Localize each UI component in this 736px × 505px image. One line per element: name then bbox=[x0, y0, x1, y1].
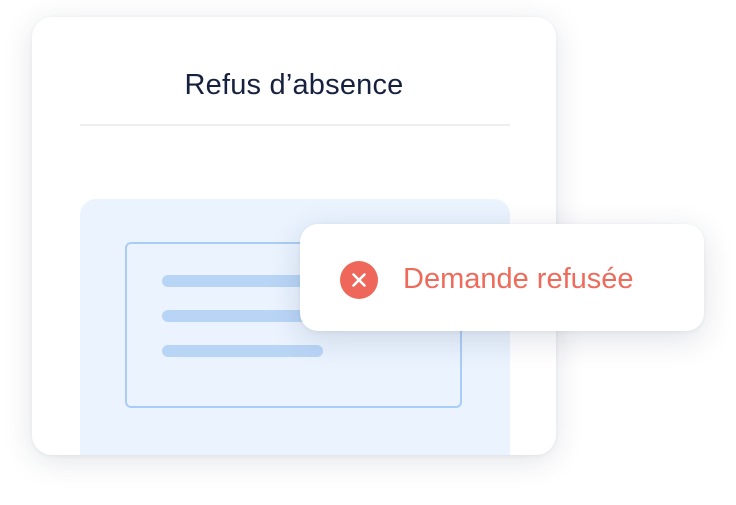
document-line-placeholder bbox=[162, 345, 323, 357]
request-refused-toast: Demande refusée bbox=[300, 224, 704, 331]
card-title: Refus d’absence bbox=[184, 69, 404, 101]
title-divider bbox=[80, 124, 510, 126]
toast-message: Demande refusée bbox=[403, 263, 634, 295]
close-icon bbox=[340, 261, 378, 299]
